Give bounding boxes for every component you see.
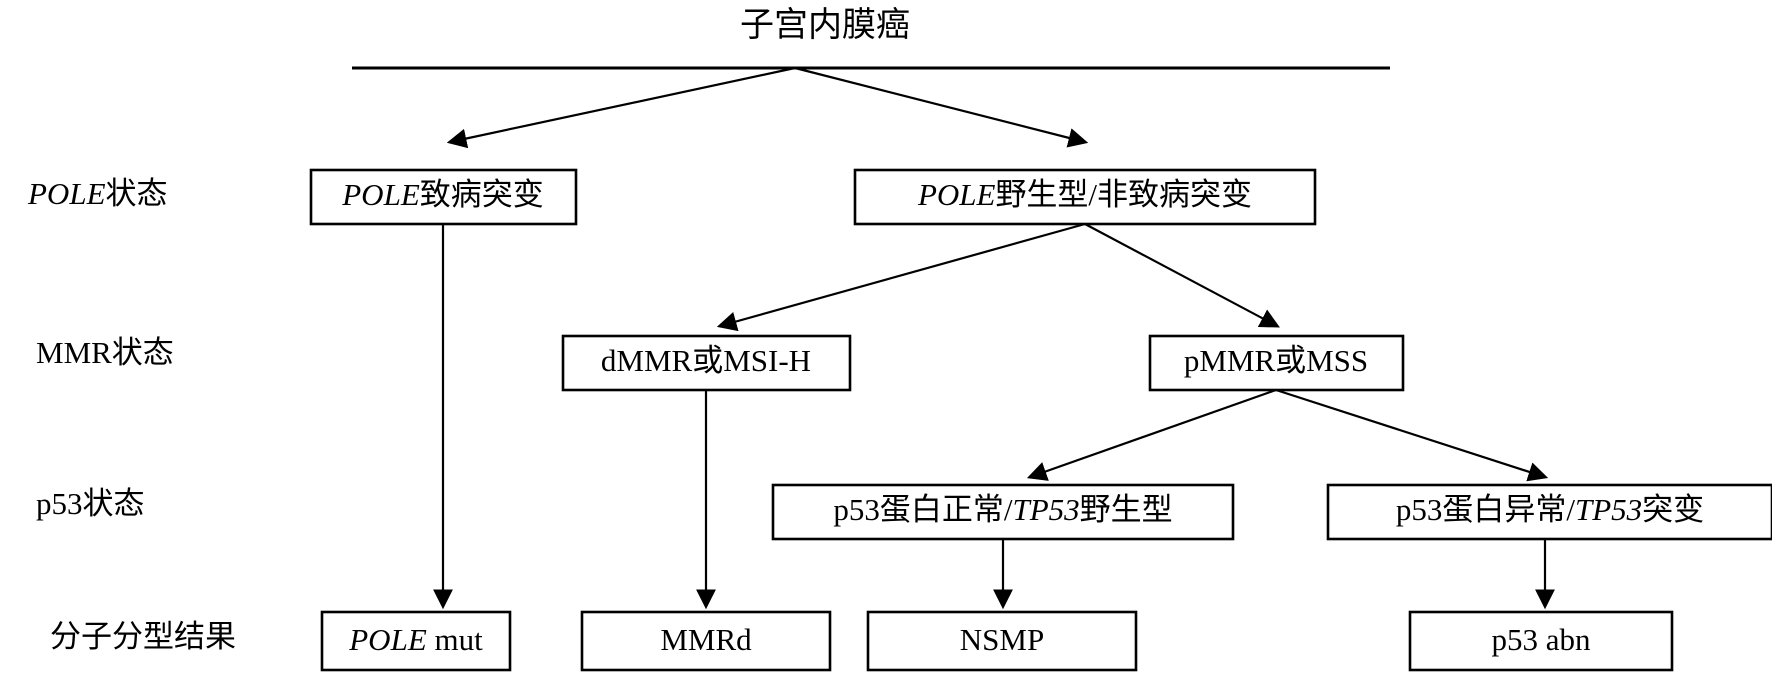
row-label-classification-result: 分子分型结果 [50,619,236,654]
node-result-pole-mut[interactable] [320,610,512,672]
node-result-nsmp[interactable] [866,610,1138,672]
node-result-pole-mut-label: POLE mut [348,622,483,657]
node-result-nsmp-label: NSMP [960,622,1044,657]
node-pmmr-label: pMMR或MSS [1184,343,1368,378]
node-result-mmrd-label: MMRd [660,622,752,657]
row-label-p53-status: p53状态 [36,486,145,521]
node-pole-wildtype-label: POLE野生型/非致病突变 [917,177,1252,212]
edge-pmmr-to-p53-normal [1026,388,1277,481]
edge-root-to-pole-mutant [446,66,796,149]
diagram-title: 子宫内膜癌 [740,6,910,44]
node-dmmr[interactable] [561,334,852,392]
node-result-mmrd[interactable] [580,610,832,672]
edge-pole-wildtype-to-dmmr [716,222,1086,332]
edge-pole-wildtype-to-pmmr [1084,223,1280,328]
node-pole-mutant-label: POLE致病突变 [341,177,544,212]
row-label-mmr-status: MMR状态 [36,335,174,370]
row-label-pole-status: POLE状态 [27,176,168,211]
node-p53-normal-label: p53蛋白正常/TP53野生型 [833,492,1172,527]
node-pole-wildtype[interactable] [853,168,1317,226]
node-p53-abnormal[interactable] [1326,483,1772,541]
node-result-p53-abn[interactable] [1408,610,1674,672]
node-dmmr-label: dMMR或MSI-H [601,343,811,378]
node-pmmr[interactable] [1148,334,1405,392]
node-p53-abnormal-label: p53蛋白异常/TP53突变 [1396,492,1704,527]
edge-pmmr-to-p53-abnormal [1275,388,1549,482]
edge-root-to-pole-wildtype [794,66,1089,148]
node-result-p53-abn-label: p53 abn [1491,622,1591,657]
